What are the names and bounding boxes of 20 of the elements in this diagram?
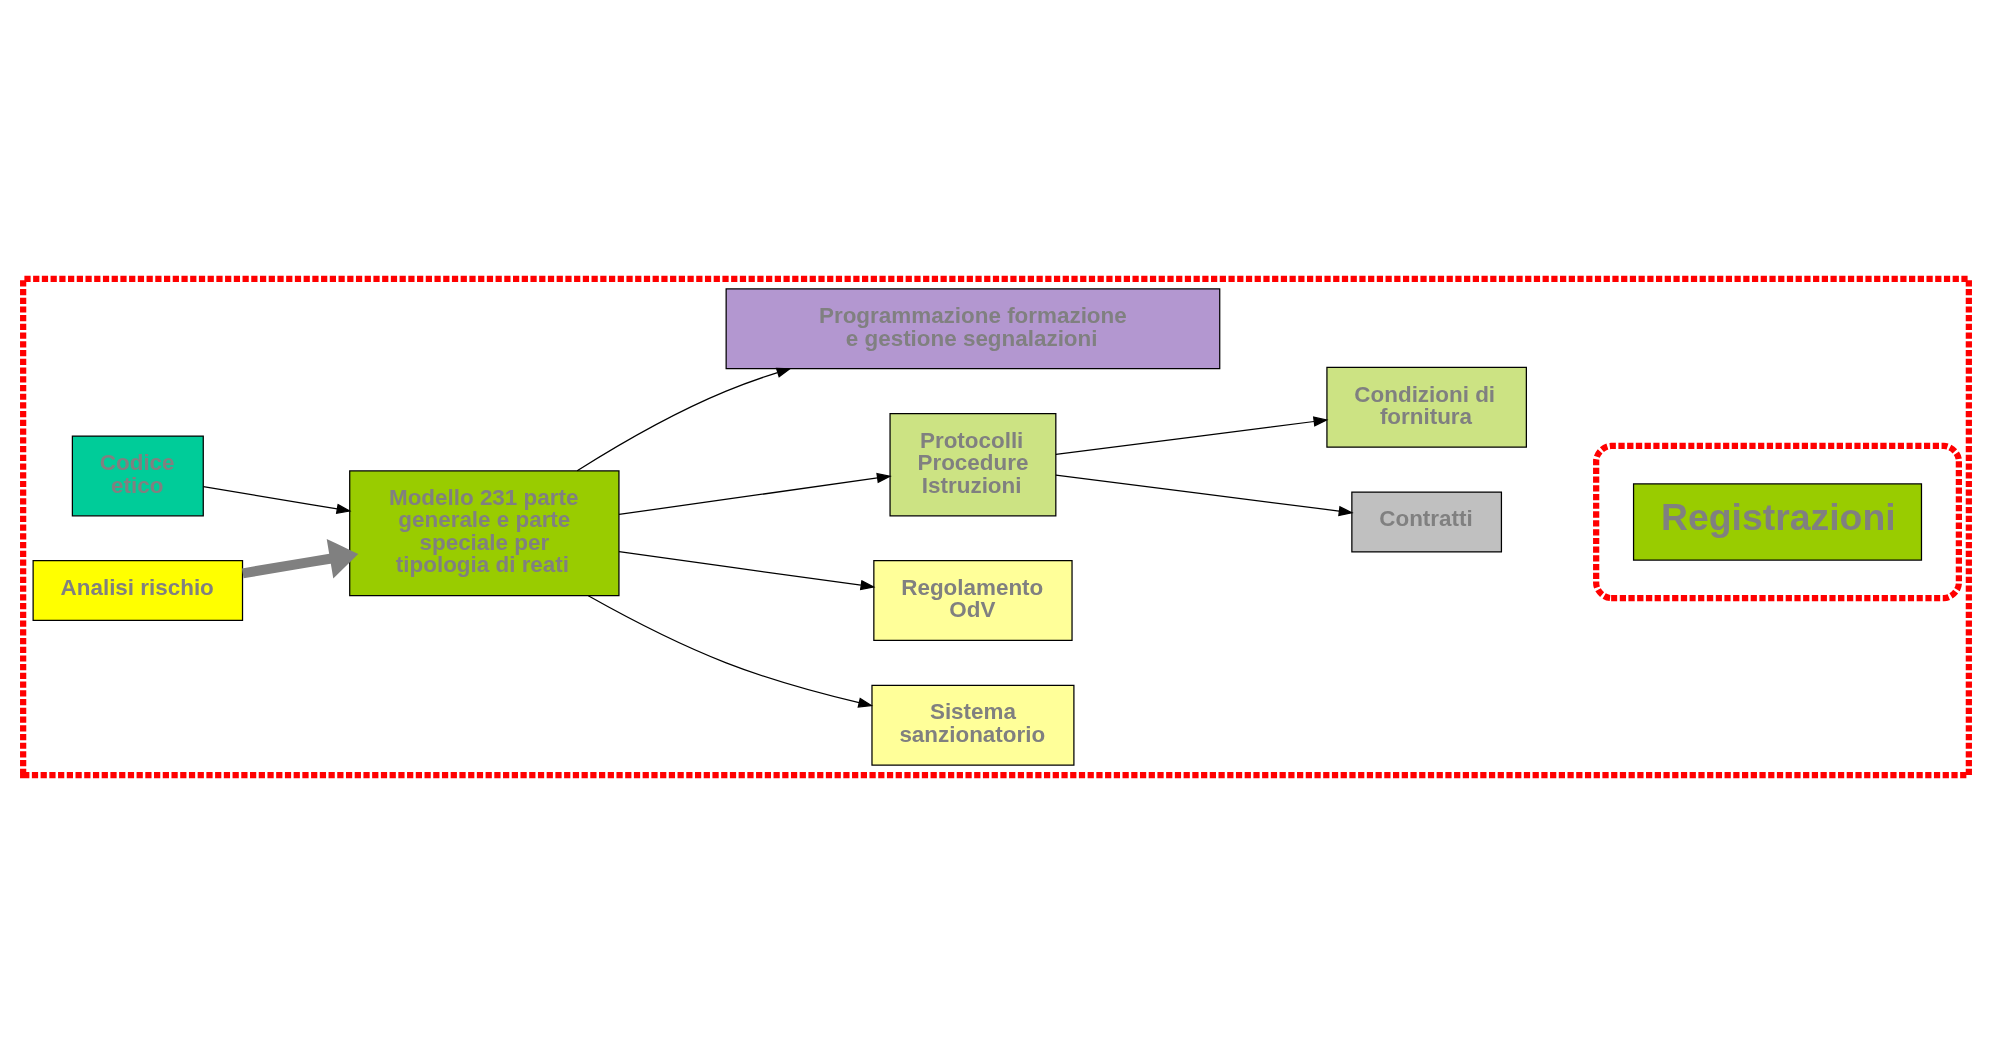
- arrow: [587, 595, 874, 708]
- node-box: Programmazione formazione e gestione segnalazioni: [725, 288, 1221, 370]
- node-box: Analisi rischio: [32, 560, 244, 622]
- node-box: Condizioni di fornitura: [1326, 366, 1527, 448]
- arrow: [576, 367, 792, 472]
- arrow: [618, 472, 892, 516]
- node-box: Contratti: [1351, 491, 1503, 553]
- cluster: [20, 275, 1972, 779]
- arrow: [1055, 416, 1329, 455]
- arrow: [618, 551, 876, 591]
- arrow: [202, 486, 352, 514]
- arrow: [1055, 474, 1354, 517]
- cluster: [1593, 442, 1962, 602]
- node-box: Modello 231 parte generale e parte speciale per tipologia di reati: [349, 470, 620, 597]
- node-box: Registrazioni: [1632, 483, 1923, 561]
- node-box: Regolamento OdV: [873, 560, 1073, 642]
- node-box: Codice etico: [71, 435, 204, 517]
- node-box: Protocolli Procedure Istruzioni: [889, 412, 1057, 517]
- node-box: Sistema sanzionatorio: [871, 684, 1075, 766]
- arrow: [241, 538, 359, 579]
